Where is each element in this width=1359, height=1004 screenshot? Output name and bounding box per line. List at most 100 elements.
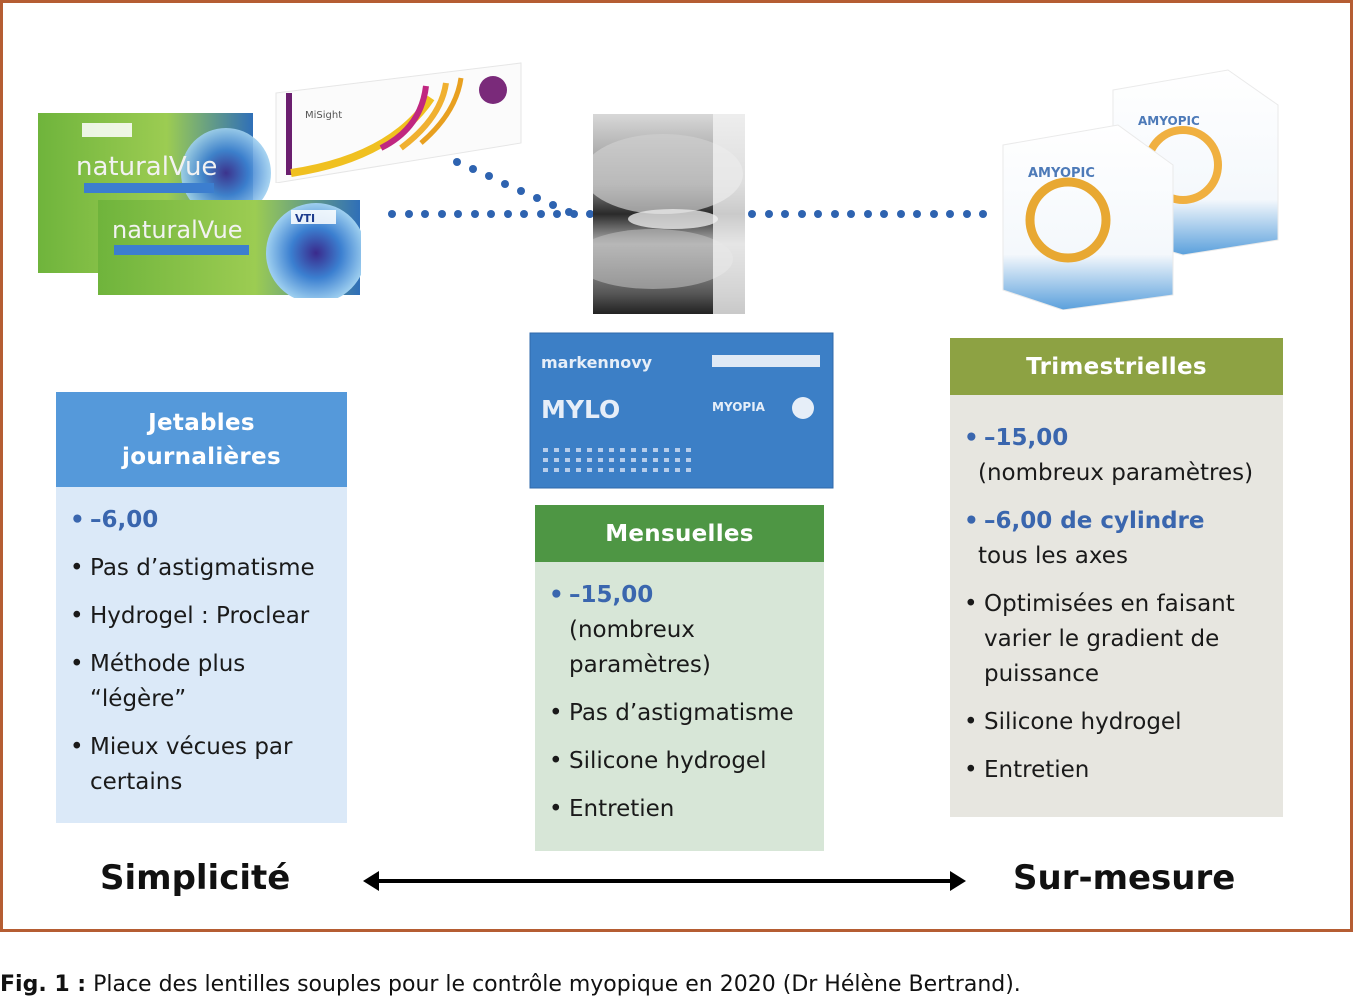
- connector-dot: [830, 210, 839, 218]
- list-item: • Silicone hydrogel: [549, 744, 814, 779]
- naturalvue-brand-text: naturalVue: [76, 152, 217, 182]
- connector-dot: [437, 210, 446, 218]
- connector-dot: [553, 210, 561, 218]
- mylo-pattern-dot: [565, 468, 570, 472]
- mylo-pattern-dot: [543, 468, 548, 472]
- connector-dot: [487, 210, 495, 218]
- caption-text: Place des lentilles souples pour le cont…: [86, 972, 1021, 997]
- mylo-brand-text: markennovy: [541, 353, 653, 372]
- item-text: –15,00: [984, 425, 1069, 451]
- connector-dot: [946, 210, 954, 218]
- connector-dot: [569, 210, 578, 218]
- figure-caption: Fig. 1 : Place des lentilles souples pou…: [0, 972, 1021, 997]
- list-item: • Pas d’astigmatisme: [549, 696, 814, 731]
- connector-dot: [536, 210, 545, 218]
- box-monthly-header: Mensuelles: [535, 505, 824, 562]
- mylo-pattern-dot: [675, 448, 680, 452]
- mylo-pattern-dot: [609, 448, 614, 452]
- connector-dot: [549, 201, 557, 210]
- mylo-pattern-dot: [653, 468, 658, 472]
- box-daily-body: • –6,00 • Pas d’astigmatisme • Hydrogel …: [56, 487, 347, 823]
- connector-dot: [404, 210, 413, 218]
- connector-dot: [814, 210, 822, 218]
- box-quarterly-title: Trimestrielles: [1026, 353, 1207, 380]
- connector-dot: [517, 186, 525, 195]
- list-item: • –6,00: [70, 503, 337, 538]
- connector-dot: [388, 210, 396, 218]
- mylo-pattern-dot: [543, 448, 548, 452]
- mylo-pattern-dot: [631, 458, 636, 462]
- list-item: • Hydrogel : Proclear: [70, 599, 337, 634]
- mylo-pattern-dot: [609, 458, 614, 462]
- mylo-pattern-dot: [664, 458, 669, 462]
- item-text: –6,00: [90, 507, 159, 533]
- bullet-icon: •: [549, 700, 563, 726]
- box-quarterly-body: • –15,00 (nombreux paramètres) • –6,00 d…: [950, 395, 1283, 817]
- list-item: • –15,00 (nombreux paramètres): [549, 578, 749, 683]
- list-item: • Pas d’astigmatisme: [70, 551, 337, 586]
- mylo-pattern-dot: [598, 458, 603, 462]
- mylo-product-image: markennovy MYLO MYOPIA: [525, 328, 835, 493]
- connector-dot: [421, 210, 429, 218]
- amyopic-text-front: AMYOPIC: [1028, 166, 1095, 181]
- list-item: • –15,00 (nombreux paramètres): [964, 421, 1273, 491]
- item-text: Silicone hydrogel: [984, 709, 1182, 735]
- item-text: Méthode plus “légère”: [90, 651, 246, 712]
- connector-dot: [797, 210, 806, 218]
- connector-dot: [962, 210, 971, 218]
- item-subtext: tous les axes: [978, 543, 1128, 569]
- item-text: Mieux vécues par certains: [90, 734, 293, 795]
- bullet-icon: •: [549, 748, 563, 774]
- axis-label-simplicity: Simplicité: [100, 858, 291, 898]
- item-subtext: (nombreux paramètres): [569, 617, 711, 678]
- mylo-pattern-dot: [631, 468, 636, 472]
- mylo-pattern-dot: [554, 448, 559, 452]
- connector-dot: [586, 210, 594, 218]
- box-daily-title-line-1: Jetables: [148, 409, 255, 436]
- bullet-icon: •: [964, 709, 978, 735]
- dotted-connector-right: [748, 210, 993, 218]
- connector-dot: [470, 210, 479, 218]
- connector-dot: [764, 210, 773, 218]
- figure-frame: naturalVue naturalVue VTI MiSight: [0, 0, 1353, 932]
- item-text: –15,00: [569, 582, 654, 608]
- list-item: • Entretien: [549, 792, 814, 827]
- item-text: Pas d’astigmatisme: [569, 700, 794, 726]
- item-text: –6,00 de cylindre: [984, 508, 1205, 534]
- connector-dot: [748, 210, 756, 218]
- item-text: Pas d’astigmatisme: [90, 555, 315, 581]
- box-daily-header: Jetables journalières: [56, 392, 347, 487]
- connector-dot: [501, 179, 509, 188]
- item-text: Entretien: [569, 796, 675, 822]
- connector-dot: [913, 210, 921, 218]
- box-daily-disposable: Jetables journalières • –6,00 • Pas d’as…: [56, 392, 347, 823]
- mylo-pattern-dot: [620, 468, 625, 472]
- connector-dot: [880, 210, 888, 218]
- connector-dot: [503, 210, 512, 218]
- bullet-icon: •: [549, 796, 563, 822]
- mylo-pattern-dot: [576, 458, 581, 462]
- connector-dot: [929, 210, 938, 218]
- connector-dot: [454, 210, 462, 218]
- box-monthly-title: Mensuelles: [605, 520, 754, 547]
- bullet-icon: •: [70, 651, 84, 677]
- mylo-pattern-dot: [686, 448, 691, 452]
- item-text: Silicone hydrogel: [569, 748, 767, 774]
- bullet-icon: •: [70, 734, 84, 760]
- mylo-product-text: MYLO: [541, 395, 620, 424]
- mylo-pattern-dot: [686, 468, 691, 472]
- bullet-icon: •: [964, 591, 978, 617]
- list-item: • Entretien: [964, 753, 1273, 788]
- item-text: Entretien: [984, 757, 1090, 783]
- bullet-icon: •: [70, 555, 84, 581]
- mylo-pattern-dot: [587, 468, 592, 472]
- connector-dot: [781, 210, 789, 218]
- bullet-icon: •: [70, 603, 84, 629]
- bullet-icon: •: [964, 757, 978, 783]
- amyopic-product-image: AMYOPIC AMYOPIC: [998, 65, 1283, 310]
- bullet-icon: •: [964, 508, 979, 534]
- mylo-pattern-dot: [565, 458, 570, 462]
- axis-label-custom: Sur-mesure: [1013, 858, 1236, 898]
- box-monthly-body: • –15,00 (nombreux paramètres) • Pas d’a…: [535, 562, 824, 851]
- list-item: • Mieux vécues par certains: [70, 730, 330, 800]
